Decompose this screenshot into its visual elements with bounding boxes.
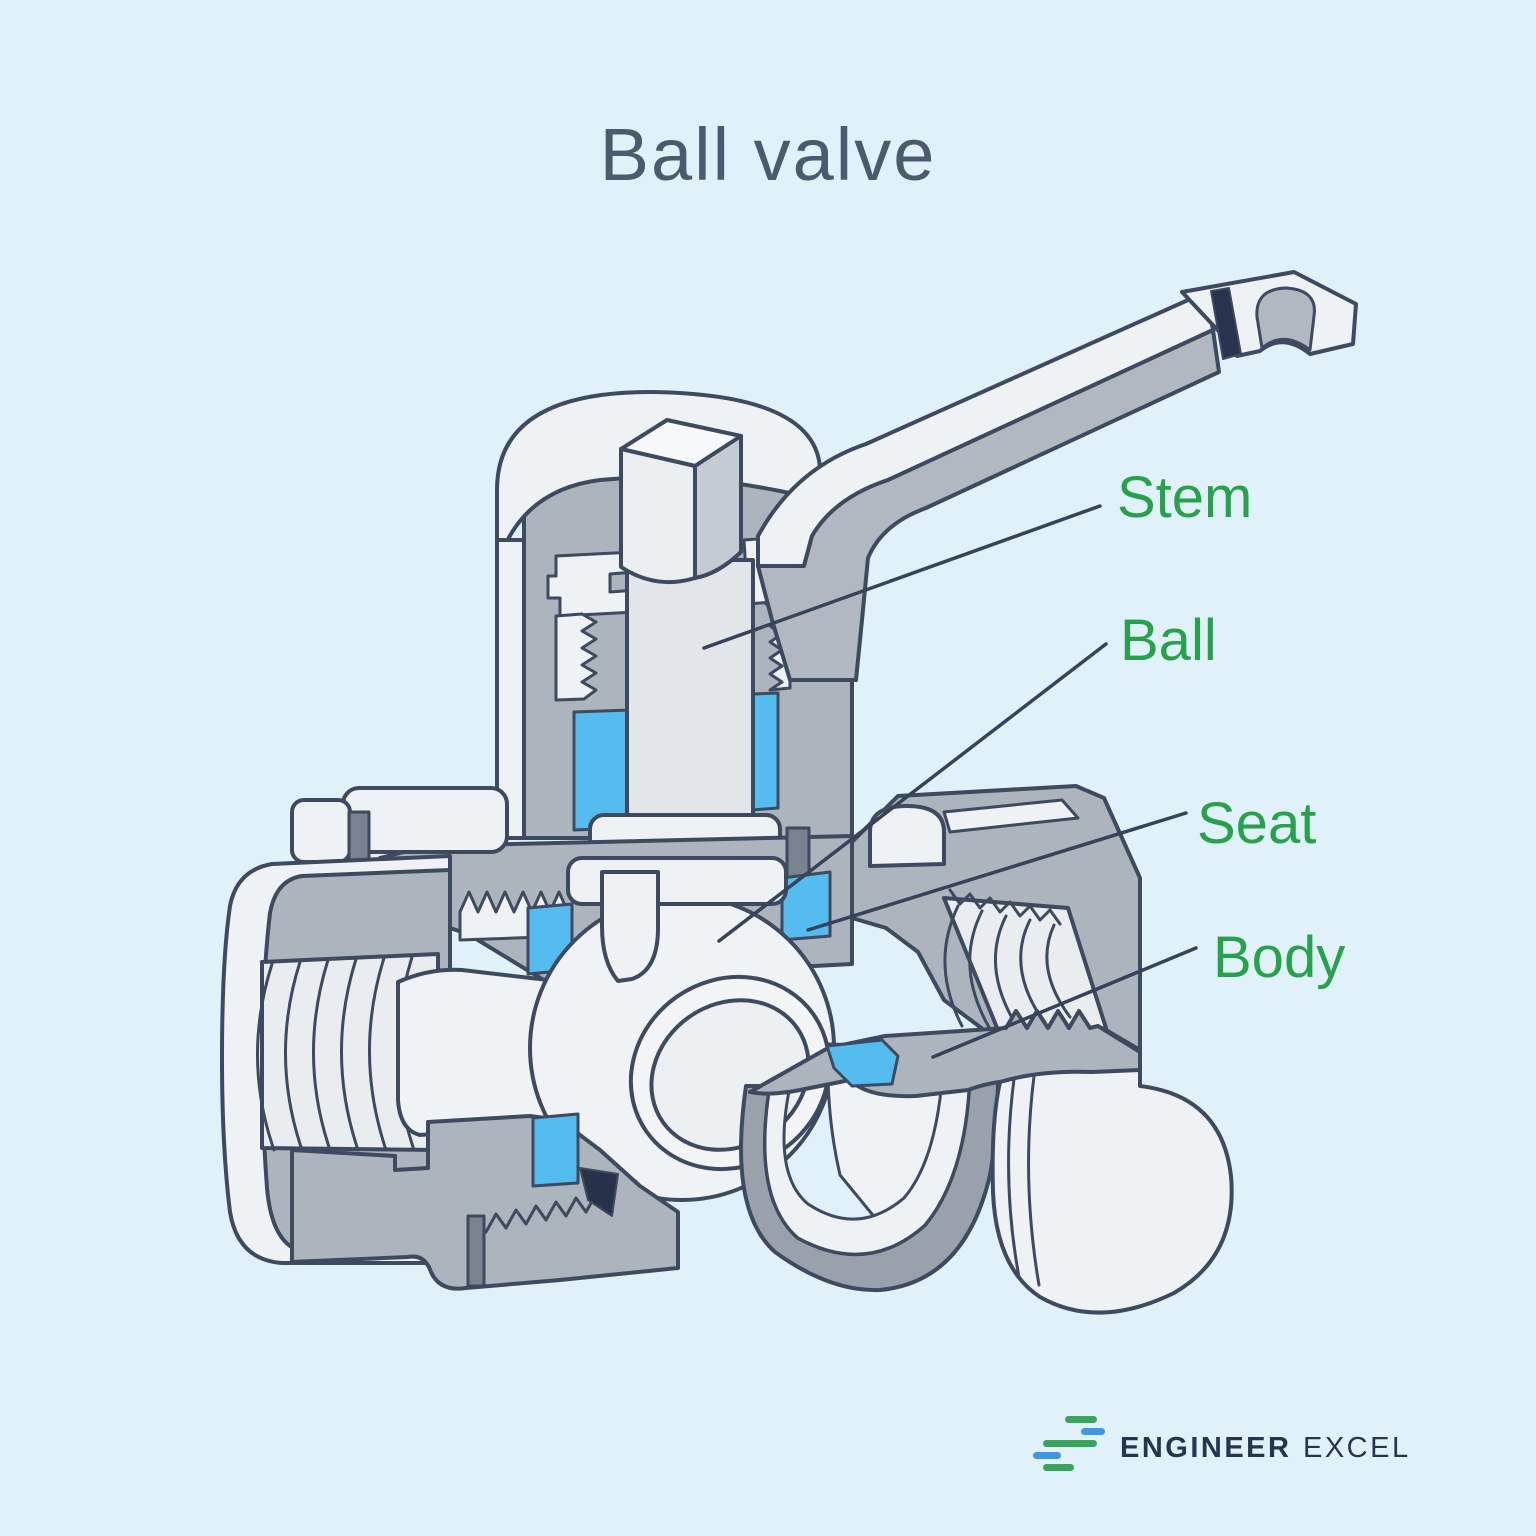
body-gap-dark xyxy=(579,1167,619,1217)
body-shoulder-small xyxy=(290,798,352,864)
handle-fork-notch xyxy=(1255,286,1316,352)
engineerexcel-logo: ENGINEER EXCEL xyxy=(1033,1416,1411,1471)
stem-square-right-face xyxy=(693,434,743,580)
stem-square-left-face xyxy=(619,447,697,585)
body-ear-strip xyxy=(942,798,1080,834)
page-title: Ball valve xyxy=(600,113,937,196)
ball-leader-line xyxy=(717,642,1108,943)
seat-label: Seat xyxy=(1197,791,1316,856)
seat-lower-right xyxy=(825,1038,900,1088)
bonnet-outer-wall xyxy=(495,538,526,840)
seat-lower-left xyxy=(531,1112,580,1188)
seat-upper-right xyxy=(780,870,832,942)
seat-leader-line xyxy=(806,811,1188,932)
ball-label: Ball xyxy=(1120,608,1217,673)
packing-seal-right xyxy=(750,691,780,812)
body-label: Body xyxy=(1213,925,1345,990)
leader-lines xyxy=(702,504,1198,1059)
inlet-pipe xyxy=(396,967,550,1137)
lower-thread-crests xyxy=(484,1192,608,1234)
logo-text-excel: EXCEL xyxy=(1303,1432,1411,1464)
stem-label: Stem xyxy=(1117,465,1252,530)
right-thread-crests xyxy=(948,888,1062,926)
bonnet-thread-left xyxy=(554,612,598,702)
stem-leader-line xyxy=(702,504,1102,650)
valve-illustration xyxy=(220,270,1358,1315)
handle-gap xyxy=(1210,287,1242,360)
stem-cylinder xyxy=(625,558,755,845)
outlet-end-edges xyxy=(1007,1074,1041,1287)
right-thread-window xyxy=(942,896,1108,1042)
body-leader-line xyxy=(931,946,1198,1059)
logo-text-engineer: ENGINEER xyxy=(1120,1432,1291,1464)
outlet-end-block xyxy=(990,1068,1234,1315)
body-slot-lower xyxy=(466,1214,486,1288)
stem-ball-tab xyxy=(600,870,660,983)
handle-underside xyxy=(756,328,1221,682)
packing-seal-left xyxy=(572,708,632,832)
logo-bars-icon xyxy=(1033,1416,1105,1471)
